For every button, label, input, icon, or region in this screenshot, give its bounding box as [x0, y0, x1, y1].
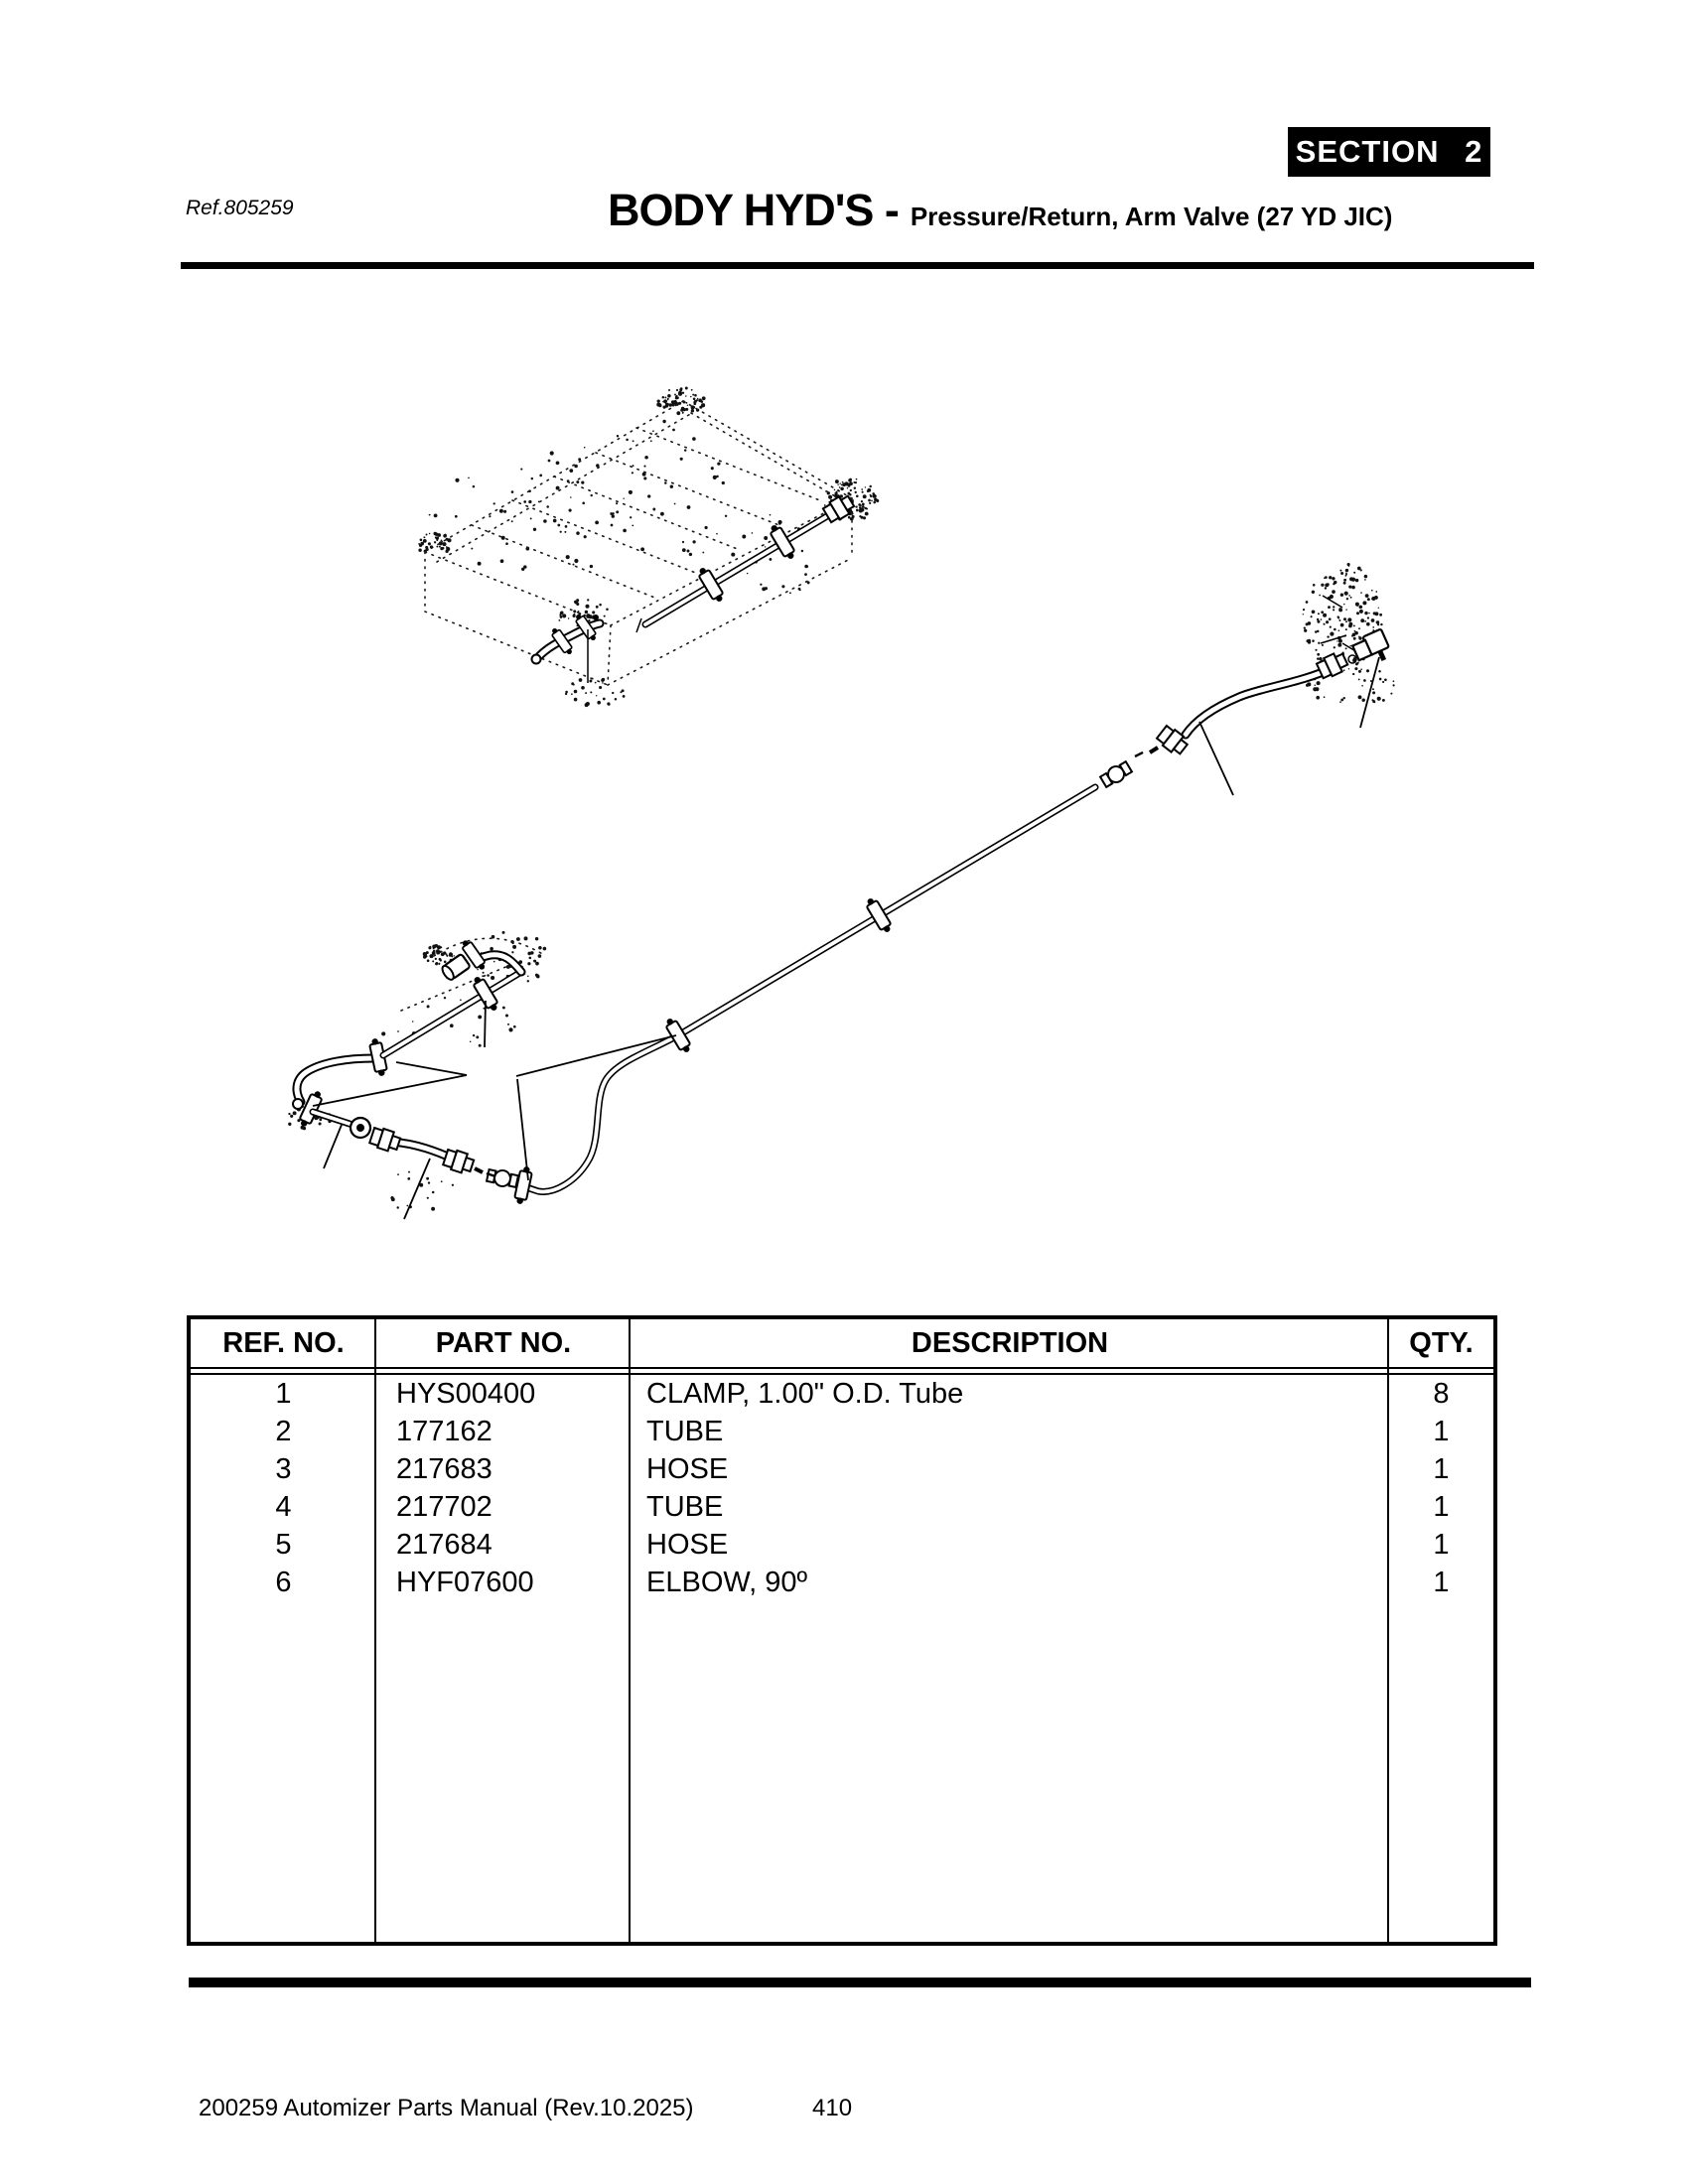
- page-title: BODY HYD'S -: [608, 185, 900, 235]
- union-fitting: [1098, 758, 1134, 790]
- table-row: 5 217684 HOSE 1: [191, 1526, 1493, 1564]
- page-subtitle: Pressure/Return, Arm Valve (27 YD JIC): [910, 202, 1393, 231]
- cell-desc: HOSE: [646, 1528, 729, 1561]
- hose-217683: [367, 1125, 484, 1176]
- truck-frame-sketch: [400, 400, 857, 1012]
- cell-desc: HOSE: [646, 1452, 729, 1485]
- table-row: 2 177162 TUBE 1: [191, 1413, 1493, 1450]
- cell-desc: ELBOW, 90º: [646, 1566, 808, 1598]
- cell-part: 217684: [396, 1528, 492, 1561]
- col-header-qty: QTY.: [1409, 1326, 1474, 1359]
- parts-table: REF. NO. PART NO. DESCRIPTION QTY. 1 HYS…: [187, 1315, 1497, 1946]
- table-header-double-rule: [191, 1369, 1493, 1375]
- cell-qty: 1: [1433, 1415, 1450, 1447]
- elbow-90-fitting: [1350, 628, 1390, 662]
- table-column-divider: [629, 1319, 631, 1942]
- header-rule: [181, 262, 1534, 269]
- cell-qty: 8: [1433, 1377, 1450, 1410]
- cell-qty: 1: [1433, 1566, 1450, 1598]
- cell-qty: 1: [1433, 1490, 1450, 1523]
- stipple-sketch: [288, 386, 1395, 1211]
- table-column-divider: [374, 1319, 376, 1942]
- cell-ref: 4: [275, 1490, 292, 1523]
- cell-desc: TUBE: [646, 1415, 724, 1447]
- reference-number: Ref.805259: [186, 197, 294, 219]
- cell-part: HYS00400: [396, 1377, 536, 1410]
- col-header-ref: REF. NO.: [222, 1326, 345, 1359]
- section-badge: SECTION 2: [1288, 127, 1490, 177]
- cell-ref: 2: [275, 1415, 292, 1447]
- arm-valve-sketch: [1320, 595, 1358, 664]
- cell-desc: TUBE: [646, 1490, 724, 1523]
- page-title-row: BODY HYD'S - Pressure/Return, Arm Valve …: [608, 185, 1392, 236]
- table-row: 6 HYF07600 ELBOW, 90º 1: [191, 1564, 1493, 1601]
- table-column-divider: [1387, 1319, 1389, 1942]
- cell-part: HYF07600: [396, 1566, 534, 1598]
- col-header-part: PART NO.: [435, 1326, 572, 1359]
- cell-part: 217702: [396, 1490, 492, 1523]
- cell-qty: 1: [1433, 1528, 1450, 1561]
- cell-ref: 3: [275, 1452, 292, 1485]
- table-row: 3 217683 HOSE 1: [191, 1450, 1493, 1488]
- callout-leader-lines: [312, 656, 1380, 1220]
- union-fitting: [485, 1166, 520, 1190]
- tube-217702: [512, 783, 1099, 1207]
- footer-manual-title: 200259 Automizer Parts Manual (Rev.10.20…: [199, 2095, 694, 2121]
- cell-part: 177162: [396, 1415, 492, 1447]
- footer-page-number: 410: [812, 2095, 853, 2121]
- cell-part: 217683: [396, 1452, 492, 1485]
- frame-inner-hose: [530, 611, 605, 683]
- table-header-row: REF. NO. PART NO. DESCRIPTION QTY.: [191, 1319, 1493, 1369]
- table-row: 1 HYS00400 CLAMP, 1.00" O.D. Tube 8: [191, 1375, 1493, 1413]
- col-header-desc: DESCRIPTION: [911, 1326, 1109, 1359]
- footer-rule: [189, 1978, 1531, 1987]
- assembly-dash: [486, 1171, 496, 1178]
- cell-ref: 1: [275, 1377, 292, 1410]
- round-head-fitting: [349, 1116, 372, 1140]
- cell-qty: 1: [1433, 1452, 1450, 1485]
- lower-left-tube-assembly: [292, 936, 526, 1140]
- cell-ref: 5: [275, 1528, 292, 1561]
- cell-ref: 6: [275, 1566, 292, 1598]
- tube-177162: [635, 491, 858, 633]
- hose-217684: [1134, 649, 1350, 758]
- cell-desc: CLAMP, 1.00" O.D. Tube: [646, 1377, 964, 1410]
- table-row: 4 217702 TUBE 1: [191, 1488, 1493, 1526]
